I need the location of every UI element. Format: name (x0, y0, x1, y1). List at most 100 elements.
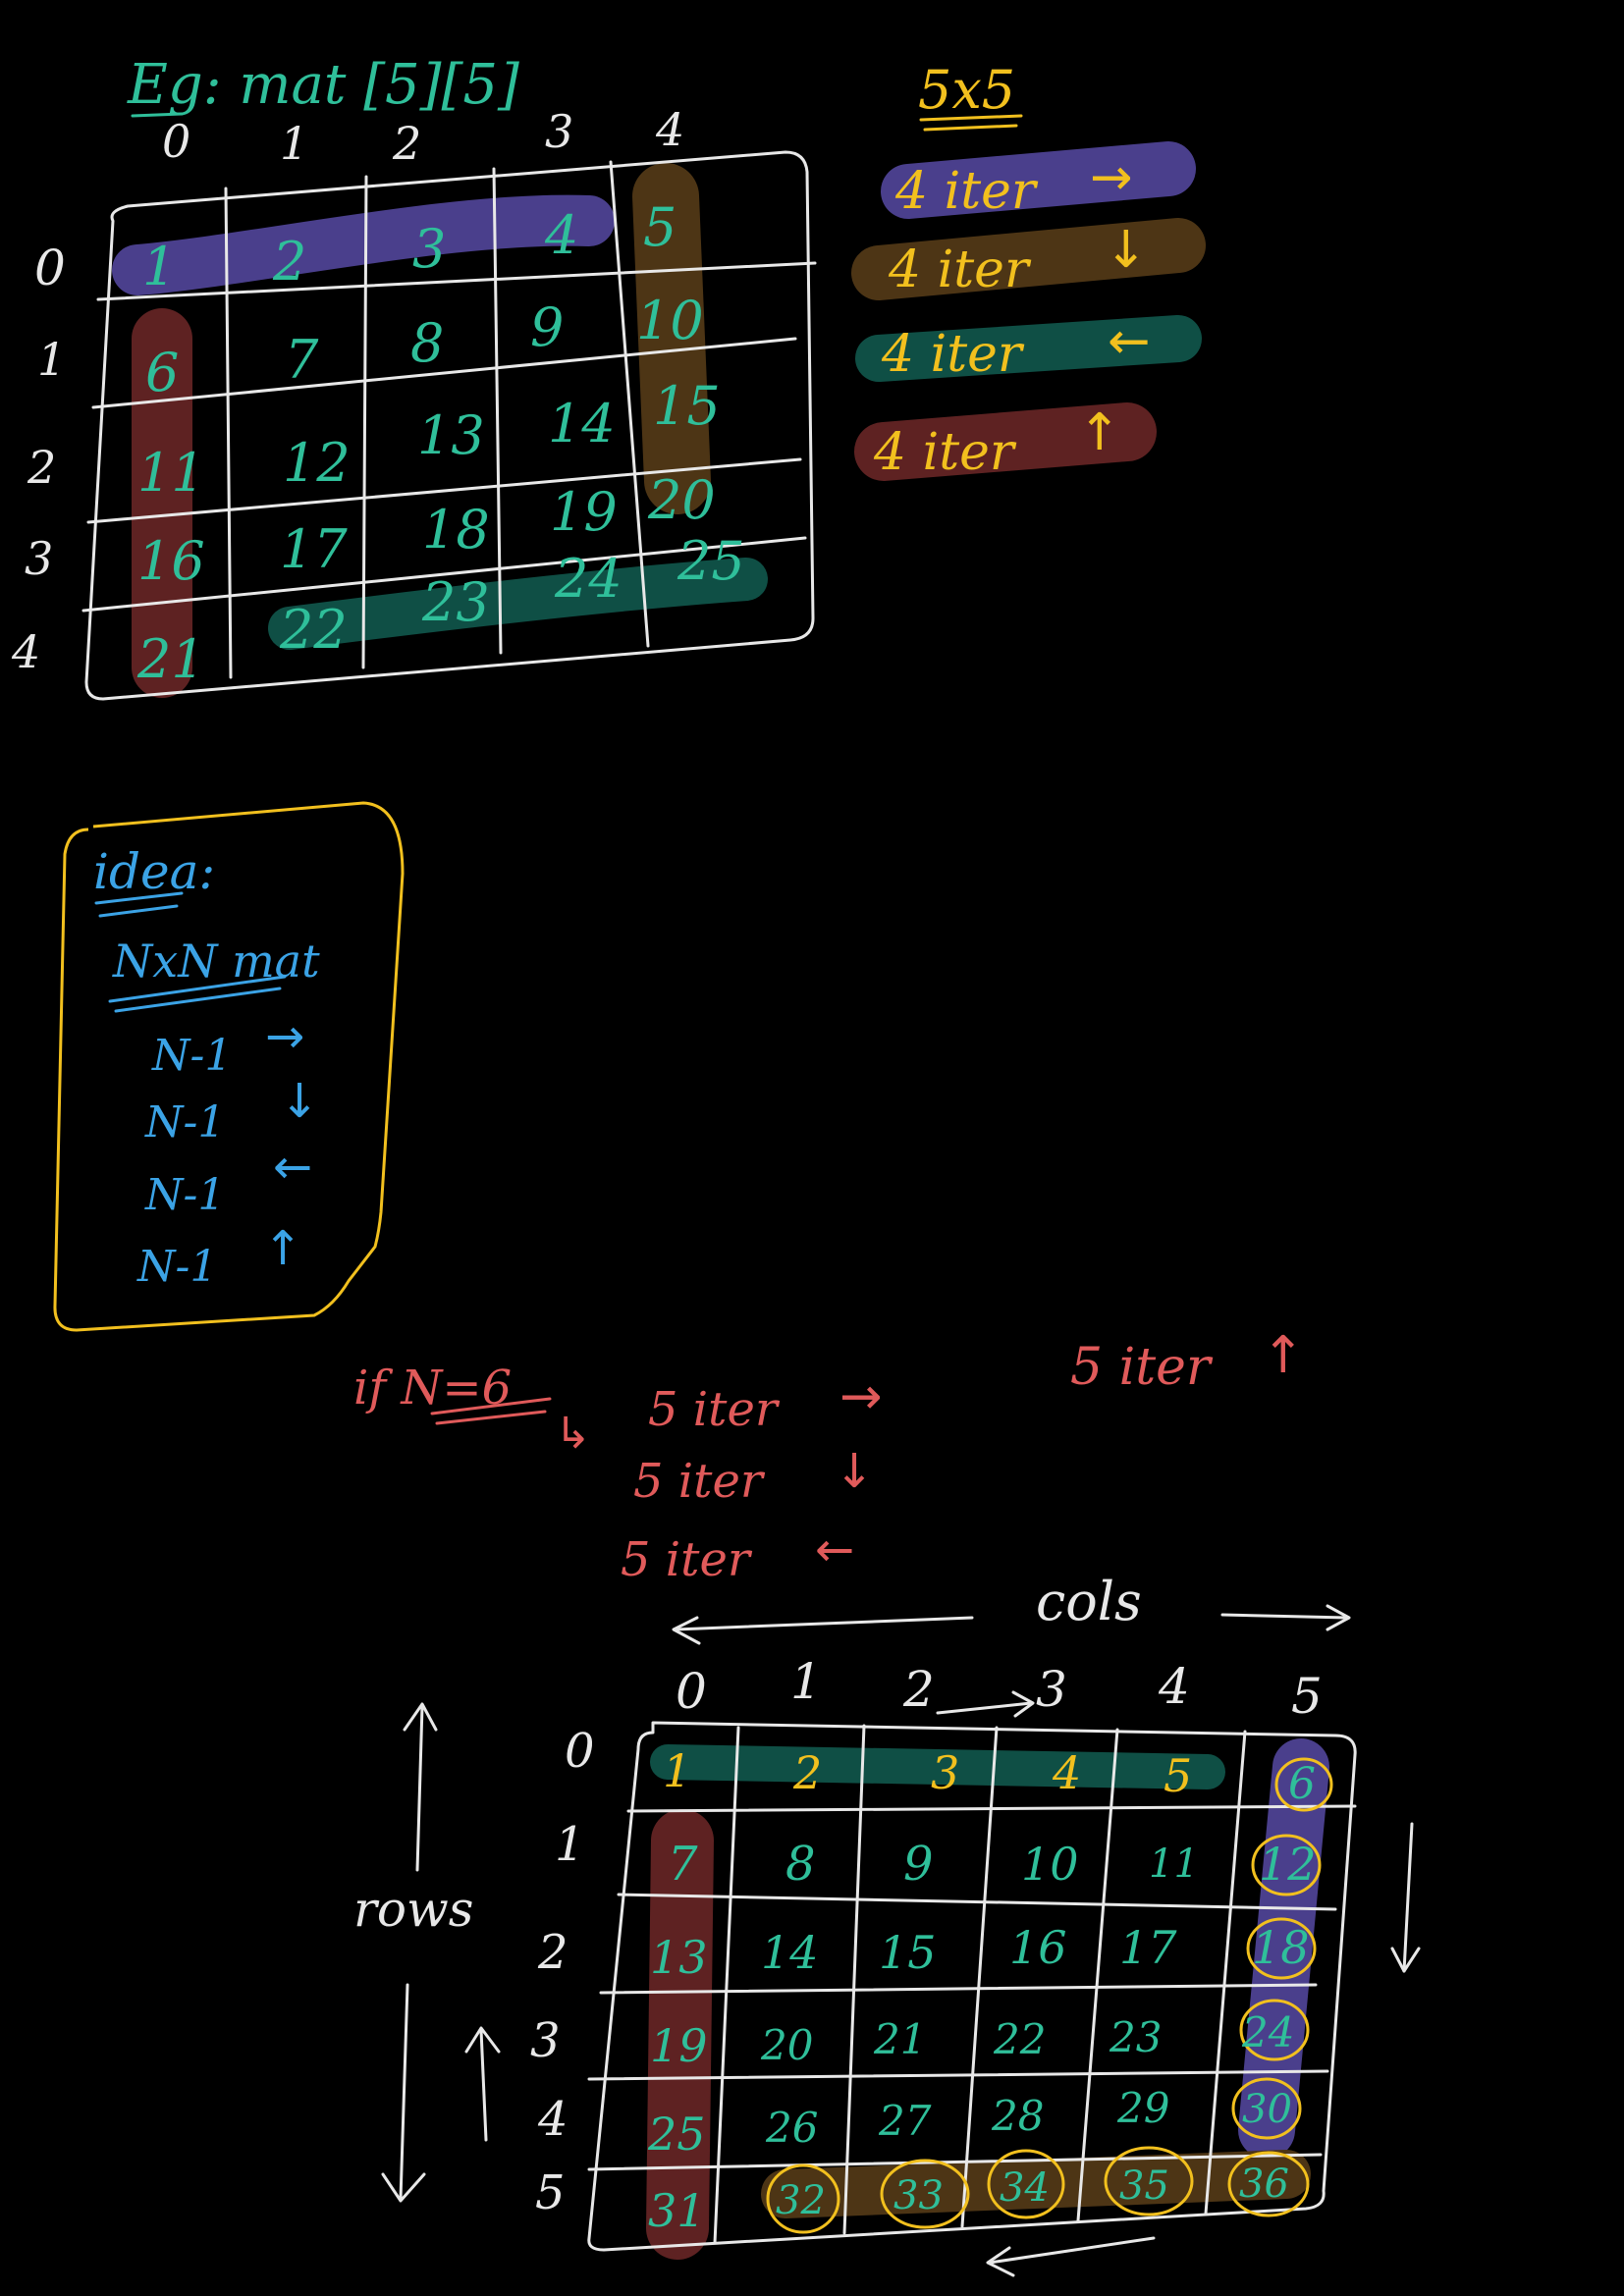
col-header: 3 (545, 105, 573, 158)
highlight-right-col-purple (1238, 1738, 1329, 2159)
rows-arrow-down-icon (399, 1983, 409, 2201)
n6-extra: 5 iter (1070, 1338, 1214, 1397)
grid-vline (361, 175, 368, 669)
grid-vline (609, 160, 650, 648)
grid-hline (599, 1983, 1318, 1995)
highlight-right-col-brown (632, 163, 711, 514)
matrix-cell: 26 (765, 2104, 818, 2152)
legend-title-underline (919, 114, 1023, 122)
matrix-cell: 11 (137, 442, 205, 504)
matrix-cell: 33 (893, 2173, 944, 2218)
matrix-cell: 24 (1241, 2008, 1294, 2056)
col-header: 4 (655, 103, 684, 156)
arrow-left-icon: ← (815, 1522, 854, 1577)
circle-marker (1227, 2151, 1310, 2217)
legend-item: 4 iter (888, 240, 1032, 299)
n6-line: 5 iter (633, 1454, 766, 1509)
legend-5x5: 5x5 4 iter → 4 iter ↓ 4 iter ← 4 iter ↑ (851, 59, 1206, 482)
circle-marker (766, 2163, 840, 2234)
matrix-cell: 17 (1119, 1921, 1177, 1974)
highlight-left-col-maroon (646, 1809, 714, 2260)
example-5x5: Eg: mat [5][5] 0 1 2 3 4 (11, 53, 1206, 701)
matrix-cell: 22 (993, 2015, 1046, 2063)
legend-item: 4 iter (894, 162, 1039, 221)
row-header: 1 (37, 333, 66, 386)
matrix-cell: 3 (412, 218, 446, 280)
legend-swatch-maroon (854, 402, 1157, 481)
matrix-cell: 13 (417, 404, 485, 466)
matrix-cell: 29 (1116, 2084, 1169, 2132)
cols-arrow-right-head (1326, 1604, 1351, 1631)
matrix-cell: 35 (1119, 2163, 1169, 2209)
highlight-bottom-row-green (268, 558, 768, 650)
matrix-cell: 15 (653, 375, 721, 437)
highlight-bottom-row-brown (761, 2150, 1311, 2218)
highlight-top-row-purple (112, 194, 615, 295)
row-header: 0 (34, 240, 66, 296)
row-up-arrow-icon (479, 2028, 488, 2142)
arrow-left-icon: ← (273, 1140, 312, 1195)
row-header: 2 (537, 1925, 568, 1980)
matrix-cell: 4 (544, 204, 578, 266)
cols-arrow-left-head (672, 1616, 701, 1645)
arrow-right-icon: → (265, 1009, 304, 1064)
highlights-6x6 (646, 1738, 1329, 2260)
grid-hline (587, 2069, 1329, 2081)
col-header: 4 (1158, 1658, 1190, 1715)
col-header: 1 (790, 1653, 822, 1710)
circle-marker (1239, 1999, 1310, 2061)
cols-arrow-right-icon (1220, 1613, 1349, 1620)
matrix-cell: 10 (636, 290, 704, 351)
grid-hline (96, 261, 817, 301)
cells-6x6: 1 2 3 4 5 6 7 8 9 10 11 12 13 14 15 16 1… (647, 1744, 1317, 2237)
grid-vline (713, 1726, 740, 2245)
matrix-cell: 16 (1009, 1921, 1067, 1974)
row-header: 1 (555, 1817, 585, 1872)
circle-marker (1274, 1757, 1333, 1812)
grid-vline (960, 1726, 999, 2228)
idea-line: N-1 (144, 1097, 225, 1148)
rows-arrow-down-head (381, 2172, 426, 2203)
n6-line: 5 iter (621, 1532, 753, 1587)
matrix-cell: 17 (280, 518, 348, 580)
circle-marker (987, 2149, 1065, 2219)
col-header: 1 (280, 117, 308, 170)
rows-arrow-up-head (403, 1702, 438, 1732)
matrix-cell: 13 (650, 1931, 708, 1984)
idea-title-underline (98, 904, 179, 918)
matrix-cell: 16 (137, 530, 205, 592)
arrow-down-icon: ↓ (280, 1074, 319, 1129)
matrix-cell: 8 (785, 1837, 816, 1892)
pointer-icon: ↳ (555, 1409, 591, 1459)
col-header: 2 (392, 117, 421, 170)
matrix-cell: 2 (792, 1746, 822, 1799)
idea-title: idea: (93, 843, 215, 900)
matrix-cell: 19 (650, 2019, 708, 2072)
legend-swatch-green (855, 315, 1202, 382)
col-header: 0 (676, 1663, 707, 1720)
matrix-cell: 20 (760, 2021, 813, 2069)
matrix-cell: 25 (647, 2108, 706, 2161)
matrix-cell: 21 (136, 628, 205, 690)
row-up-arrow-head (464, 2026, 501, 2054)
row-header: 4 (537, 2092, 568, 2147)
matrix-cell: 10 (1021, 1838, 1079, 1891)
condition-underline (435, 1410, 547, 1425)
matrix-cell: 18 (1252, 1921, 1310, 1974)
matrix-cell: 32 (776, 2178, 826, 2223)
circle-marker (1246, 1917, 1317, 1980)
matrix-cell: 9 (903, 1837, 934, 1892)
idea-subtitle-underline (114, 987, 282, 1013)
matrix-cell: 18 (422, 499, 490, 561)
matrix-cell: 8 (410, 312, 444, 374)
circle-marker (1104, 2146, 1194, 2216)
down-arrow-head (1390, 1947, 1421, 1973)
matrix-cell: 30 (1242, 2087, 1292, 2132)
down-arrow-icon (1402, 1822, 1414, 1973)
circled-cells (766, 1757, 1333, 2234)
condition-underline (430, 1397, 552, 1415)
matrix-cell: 24 (554, 548, 623, 610)
col-header: 5 (1291, 1668, 1323, 1725)
row-header: 4 (11, 625, 40, 678)
grid-vline (1076, 1728, 1119, 2222)
